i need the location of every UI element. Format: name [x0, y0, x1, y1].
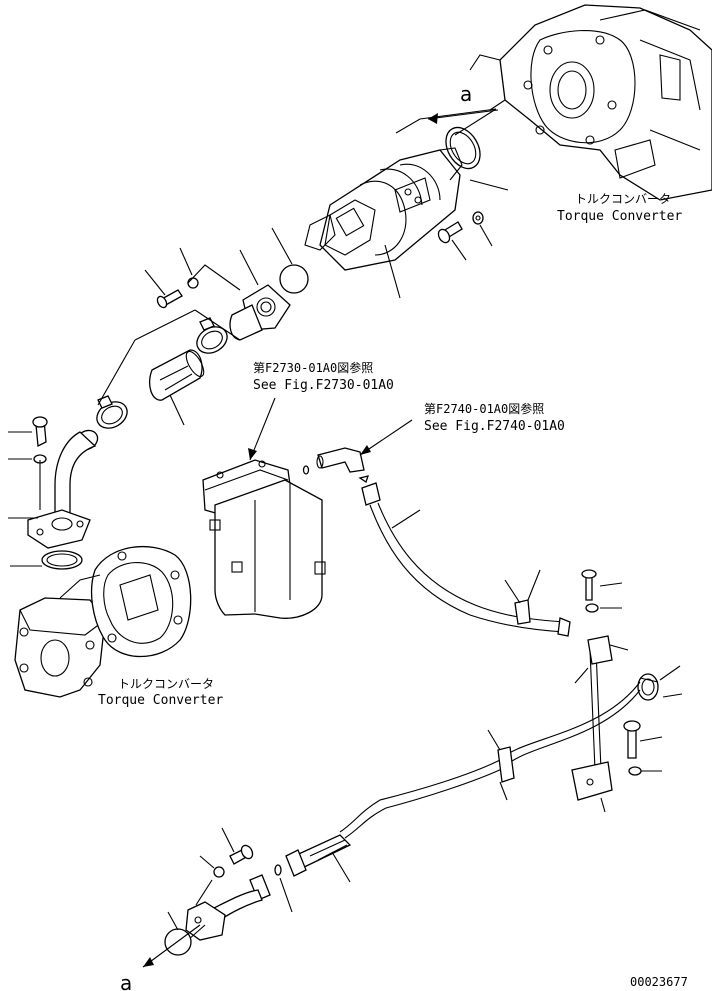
torque-converter-left-en: Torque Converter: [98, 693, 223, 708]
flange-elbow-top: [229, 284, 291, 341]
o-ring-lower: [274, 864, 282, 876]
bolt: [437, 221, 463, 244]
arrow-label-a-bottom: a: [120, 971, 132, 991]
drawing-number: 00023677: [630, 975, 688, 989]
o-ring-gasket: [445, 126, 481, 170]
suction-elbow-pipe: [27, 429, 99, 549]
elbow-pipe-lower: [185, 874, 271, 941]
washer-lower: [213, 866, 225, 878]
fig-2740-en: See Fig.F2740-01A0: [424, 419, 565, 434]
o-ring-small-2: [358, 475, 369, 484]
bracket-stay: [571, 635, 613, 801]
torque-converter-top-en: Torque Converter: [557, 209, 682, 224]
washer-right-lower: [628, 766, 642, 776]
o-ring-small: [302, 465, 310, 475]
tube-clamp: [497, 746, 515, 783]
leader-line: [469, 179, 509, 191]
torque-converter-housing-top: [469, 4, 712, 201]
reference-arrow-a-bottom: [142, 924, 201, 968]
hydraulic-pump: [304, 147, 463, 271]
steel-tube: [339, 681, 641, 839]
reference-arrow-a-top: [395, 108, 499, 136]
clamp-right: [637, 673, 659, 701]
washer-small: [187, 277, 199, 289]
washer-right-top: [585, 603, 599, 613]
fig-2740-jp: 第F2740-01A0図参照: [424, 401, 544, 416]
high-pressure-hose: [361, 482, 571, 637]
o-ring-circle-lower: [164, 928, 192, 956]
filter-assembly: [202, 459, 326, 619]
bolt-right-lower: [627, 727, 637, 759]
torque-converter-housing-left: [14, 545, 192, 698]
o-ring: [279, 264, 309, 294]
washer: [472, 211, 484, 225]
hose-clamp: [196, 317, 228, 354]
elbow-fitting: [316, 447, 365, 473]
leader-line: [384, 244, 401, 299]
torque-converter-top-jp: トルクコンバータ: [575, 192, 671, 206]
hose-lower: [285, 834, 352, 877]
torque-converter-left-jp: トルクコンバータ: [118, 677, 214, 691]
arrow-label-a-top: a: [460, 82, 472, 106]
hose-clamp-lower: [96, 395, 128, 429]
fig-2730-en: See Fig.F2730-01A0: [253, 378, 394, 393]
fig-2730-jp: 第F2730-01A0図参照: [253, 360, 373, 375]
hose-clip: [514, 599, 531, 625]
leader-2730: [249, 397, 276, 461]
rubber-hose: [148, 349, 205, 401]
